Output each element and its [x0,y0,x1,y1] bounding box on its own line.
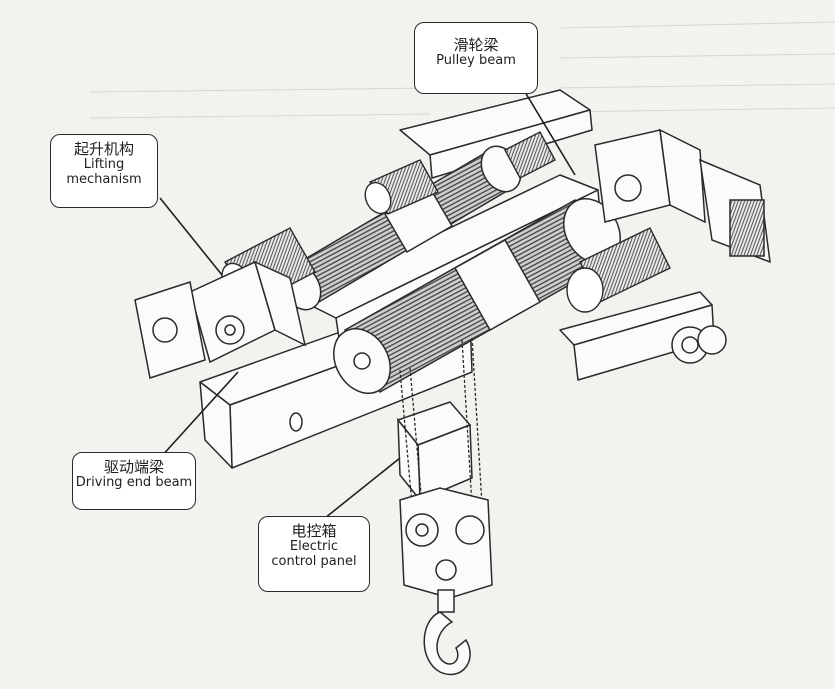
control-panel-label-zh: 电控箱 [291,522,337,540]
callout-driving-end-beam: 驱动端梁 Driving end beam [72,452,196,510]
callout-electric-control-panel: 电控箱 Electric control panel [258,516,370,592]
lifting-mechanism-label-en-1: Lifting [83,157,125,173]
hook-block [399,487,493,676]
leader-pulley-beam [524,91,576,176]
control-panel-label-en-1: Electric [289,539,339,555]
driving-end-beam-label-en: Driving end beam [75,475,193,491]
lifting-mechanism-label-en-2: mechanism [66,172,142,188]
leader-lines [159,91,576,523]
lifting-mechanism-label-zh: 起升机构 [73,140,134,158]
leader-control-panel [319,457,401,523]
pulley-beam-label-en: Pulley beam [436,53,516,69]
control-panel-label-en-2: control panel [271,554,357,570]
wire-ropes [399,337,483,506]
callout-lifting-mechanism: 起升机构 Lifting mechanism [50,134,158,208]
gearbox-left [134,260,307,379]
leader-driving-end-beam [159,371,239,459]
pulley-beam-label-zh: 滑轮梁 [453,36,499,54]
background-texture [89,21,835,119]
leader-lifting-mechanism [159,197,223,276]
control-box [396,401,473,503]
gearbox-right [594,128,771,364]
driving-end-beam-label-zh: 驱动端梁 [103,458,164,476]
callout-pulley-beam: 滑轮梁 Pulley beam [414,22,538,94]
